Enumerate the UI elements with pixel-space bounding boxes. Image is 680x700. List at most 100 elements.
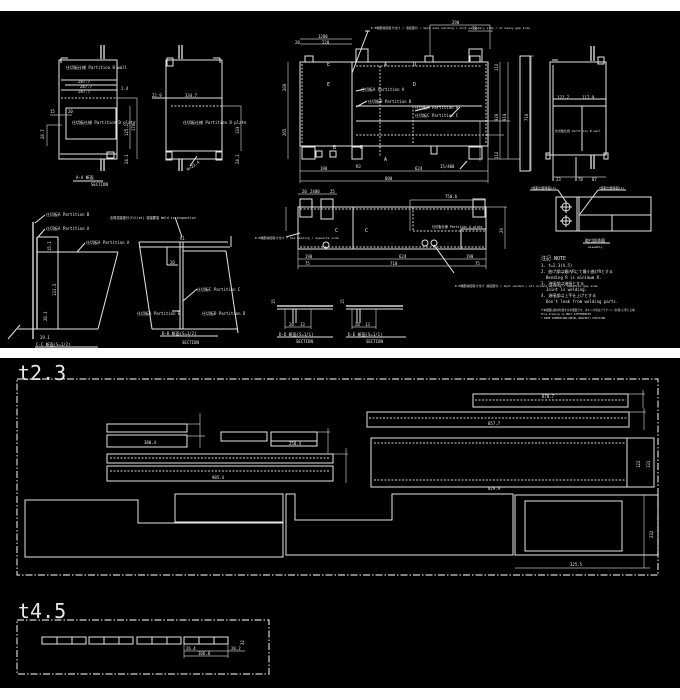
svg-text:仕切板A Partition A: 仕切板A Partition A xyxy=(361,86,405,92)
svg-text:E: E xyxy=(327,82,330,88)
view-ee-section: 20 13 15 E-E 断面(S=1/1) SECTION xyxy=(340,299,406,344)
svg-text:122.7: 122.7 xyxy=(557,95,570,100)
svg-text:仕切板A Partition A: 仕切板A Partition A xyxy=(86,239,130,245)
svg-text:R3: R3 xyxy=(356,164,361,169)
svg-text:624: 624 xyxy=(399,254,407,259)
svg-text:Bending R is minimum R.: Bending R is minimum R. xyxy=(546,275,601,280)
svg-text:125.1: 125.1 xyxy=(124,123,129,136)
svg-text:24.1: 24.1 xyxy=(235,154,240,164)
view-side: 122.7 117.9 710 仕切板仕様 Partition B wall 2… xyxy=(519,46,609,182)
svg-text:15: 15 xyxy=(50,109,55,114)
svg-text:20: 20 xyxy=(170,260,175,265)
svg-text:B: B xyxy=(360,145,363,151)
svg-text:B: B xyxy=(333,145,336,151)
svg-text:C: C xyxy=(335,228,338,234)
svg-text:15/400: 15/400 xyxy=(440,164,455,169)
svg-text:仕切板A Partition B: 仕切板A Partition B xyxy=(137,310,181,316)
svg-text:829.9: 829.9 xyxy=(488,486,501,491)
assembly-drawing-sheet: 仕切板仕様 Partition B wall 287.7 287.7 287.7… xyxy=(0,11,680,348)
svg-text:仕切板C Partition C: 仕切板C Partition C xyxy=(197,286,241,292)
svg-text:287.7: 287.7 xyxy=(78,79,91,84)
svg-text:800: 800 xyxy=(385,176,393,181)
svg-text:325.5: 325.5 xyxy=(570,562,583,567)
svg-text:SECTION: SECTION xyxy=(296,339,313,344)
svg-text:78: 78 xyxy=(578,177,583,182)
svg-text:133: 133 xyxy=(235,126,240,134)
svg-text:905.4: 905.4 xyxy=(212,475,225,480)
parts-layout-sheet: t2.3 380.4 250.4 905.4 870.7 857.7 xyxy=(0,358,680,688)
svg-text:22.9: 22.9 xyxy=(152,93,162,98)
bb-callout: 全周溶接部分(Fillet) 溶接要領 Weld is inspection xyxy=(110,215,196,220)
svg-text:87: 87 xyxy=(592,177,597,182)
svg-text:29: 29 xyxy=(499,228,504,233)
svg-text:1. t=2.3(4.5): 1. t=2.3(4.5) xyxy=(541,263,572,268)
svg-text:SECTION: SECTION xyxy=(182,340,199,345)
aa-section-title: A-A 断面 xyxy=(76,174,94,180)
svg-text:仕切板D Partition D: 仕切板D Partition D xyxy=(202,310,246,316)
svg-text:2.4: 2.4 xyxy=(121,86,129,91)
svg-text:287.7: 287.7 xyxy=(78,89,91,94)
svg-text:13: 13 xyxy=(365,322,370,327)
front-callout-right: E-E端部溶接取り付け 溶接部分 / Spot welded / all aro… xyxy=(455,283,598,288)
cc-section-title: C-C 断面(S=1/2) xyxy=(36,341,71,347)
view-assembly-detail: V型取付部承図(A) V型取付部承図(A) 取付部承図 Assembly xyxy=(530,185,652,249)
svg-text:E: E xyxy=(327,62,330,68)
svg-text:920: 920 xyxy=(494,113,499,121)
svg-text:* NAME DIMENSIONS(ONSEL BRACKE: * NAME DIMENSIONS(ONSEL BRACKET) POSITIO… xyxy=(541,316,607,320)
svg-text:仕切板A Partition B: 仕切板A Partition B xyxy=(46,211,90,217)
aa-label-top: 仕切板仕様 Partition B wall xyxy=(66,64,128,70)
svg-text:A: A xyxy=(384,157,387,163)
svg-text:仕切板A Partition A: 仕切板A Partition A xyxy=(415,104,459,110)
svg-text:V型取付部承図(A): V型取付部承図(A) xyxy=(599,185,624,190)
notes-heading: 注記 NOTE xyxy=(541,255,566,262)
front-callout-left: E-E端部溶接取り付け / not welding / opposite sid… xyxy=(255,235,339,240)
svg-text:334.7: 334.7 xyxy=(185,93,198,98)
view-dd-section: 20 13 15 D-D 断面(S=1/1) SECTION xyxy=(271,299,333,344)
svg-text:仕切板仕様 Partition B wall: 仕切板仕様 Partition B wall xyxy=(555,128,601,133)
svg-text:380.4: 380.4 xyxy=(144,440,157,445)
svg-text:V型取付部承図(A): V型取付部承図(A) xyxy=(531,185,556,190)
svg-text:75: 75 xyxy=(475,261,480,266)
svg-text:870.7: 870.7 xyxy=(542,394,555,399)
section-marks-plan: E E A D D A B B xyxy=(327,62,416,163)
svg-text:20: 20 xyxy=(289,322,294,327)
svg-text:857.7: 857.7 xyxy=(488,421,501,426)
view-bb-section: 全周溶接部分(Fillet) 溶接要領 Weld is inspection 仕… xyxy=(110,215,246,345)
svg-text:4. 溶接部は上手仕上げとする: 4. 溶接部は上手仕上げとする xyxy=(541,292,596,298)
svg-text:D: D xyxy=(413,62,416,68)
thickness-label-t23: t2.3 xyxy=(18,361,66,385)
svg-text:This drawing is ONLY DIFFERENC: This drawing is ONLY DIFFERENCES xyxy=(541,312,591,316)
svg-text:13: 13 xyxy=(300,322,305,327)
plan-callout: E-E端部溶接取り付け / 溶接部分 / Spot seal welding /… xyxy=(371,25,530,30)
svg-text:仕切板A Partition A: 仕切板A Partition A xyxy=(46,225,90,231)
svg-text:A: A xyxy=(384,62,387,68)
svg-text:112: 112 xyxy=(494,151,499,159)
svg-text:131: 131 xyxy=(646,460,651,468)
bb-section-title: B-B 断面(S=1/2) xyxy=(162,330,197,336)
notes-block: 注記 NOTE 1. t=2.3(4.5) 2. 曲げ部は最内Rにて最小曲げRと… xyxy=(541,255,635,320)
svg-text:20: 20 xyxy=(302,189,307,194)
svg-text:15: 15 xyxy=(340,299,345,304)
svg-text:910: 910 xyxy=(502,113,507,121)
svg-text:220: 220 xyxy=(322,40,330,45)
svg-text:20: 20 xyxy=(355,322,360,327)
svg-text:23: 23 xyxy=(556,177,561,182)
svg-text:200: 200 xyxy=(282,83,287,91)
svg-text:15: 15 xyxy=(271,299,276,304)
svg-text:20: 20 xyxy=(295,40,300,45)
svg-text:28.7: 28.7 xyxy=(40,129,45,139)
svg-text:78: 78 xyxy=(472,26,477,31)
svg-text:Don't leak from welding parts.: Don't leak from welding parts. xyxy=(546,299,618,304)
svg-text:232: 232 xyxy=(649,530,654,538)
svg-text:15.1: 15.1 xyxy=(47,241,52,251)
aa-label-bottom: 仕切板仕様 Partition D plate xyxy=(72,119,136,125)
svg-text:112: 112 xyxy=(494,63,499,71)
view-cc-section: 仕切板A Partition B 仕切板A Partition A 仕切板A P… xyxy=(7,211,130,348)
svg-text:SECTION: SECTION xyxy=(366,339,383,344)
svg-text:仕切板C Partition C: 仕切板C Partition C xyxy=(415,112,459,118)
view-bb-elevation: 22.9 334.7 仕切板仕様 Partition D plate 133 2… xyxy=(152,45,247,172)
assembly-detail-title: 取付部承図 xyxy=(585,237,605,243)
svg-text:2. 曲げ部は最内Rにて最小曲げRとする: 2. 曲げ部は最内Rにて最小曲げRとする xyxy=(541,268,613,274)
front-label: 仕切板仕様 Partition A plate xyxy=(432,224,483,229)
svg-text:190: 190 xyxy=(466,254,474,259)
